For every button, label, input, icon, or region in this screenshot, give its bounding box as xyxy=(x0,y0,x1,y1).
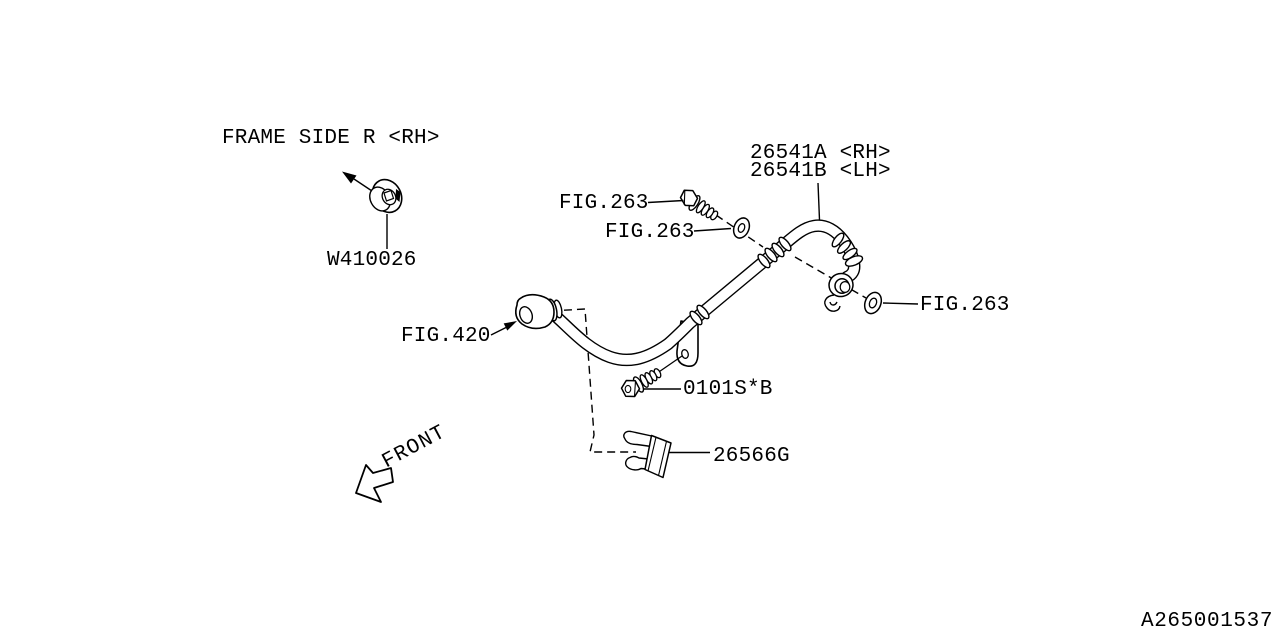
mount-bolt-drawing xyxy=(620,355,683,398)
label-grommet-part-number: W410026 xyxy=(327,249,417,272)
leader-fig263-bolt xyxy=(647,199,684,204)
label-fig420: FIG.420 xyxy=(401,325,491,348)
leader-lines xyxy=(644,182,919,454)
label-clip: 26566G xyxy=(713,445,790,468)
grommet-drawing xyxy=(342,171,403,249)
eye-clamp-drawing xyxy=(824,272,854,312)
hose-collars xyxy=(689,232,864,326)
hook xyxy=(824,294,841,312)
diagram-id: A265001537 xyxy=(1141,610,1274,633)
fitting-drawing xyxy=(515,293,563,330)
fig420-arrow xyxy=(490,321,517,336)
dashed-line-clip xyxy=(550,308,636,453)
label-hose-rh: 26541A <RH> xyxy=(750,142,891,165)
label-frame-side: FRAME SIDE R <RH> xyxy=(222,127,440,150)
hose-drawing xyxy=(545,219,861,367)
fig263-washer-mid-drawing xyxy=(732,217,751,239)
label-mount-bolt: 0101S*B xyxy=(683,378,773,401)
label-fig263-bolt: FIG.263 xyxy=(559,192,649,215)
front-arrow xyxy=(355,464,394,503)
leader-fig263-mid xyxy=(693,227,732,232)
label-hose-lh: 26541B <LH> xyxy=(750,160,891,183)
dashed-lines xyxy=(550,214,867,453)
clip-drawing xyxy=(623,430,672,479)
fig263-washer-right-drawing xyxy=(863,291,883,315)
label-fig263-washer-right: FIG.263 xyxy=(920,294,1010,317)
leader-hose-label xyxy=(817,182,821,221)
dashed-line-eye-washer xyxy=(794,256,867,299)
grommet-notch xyxy=(395,189,401,202)
grommet-arrowhead xyxy=(342,171,357,184)
bracket-hole xyxy=(681,349,689,359)
label-fig263-washer-mid: FIG.263 xyxy=(605,221,695,244)
leader-fig263-right xyxy=(882,302,919,305)
fig263-bolt-drawing xyxy=(679,189,719,221)
